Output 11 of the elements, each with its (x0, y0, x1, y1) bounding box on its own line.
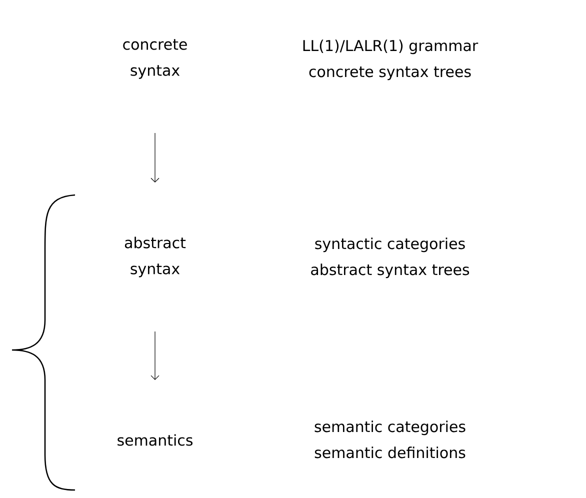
description-text: syntactic categories (315, 238, 465, 252)
description-text: LL(1)/LALR(1) grammar (303, 40, 478, 54)
description-text: semantic definitions (314, 446, 466, 458)
term-label: concrete syntax (123, 39, 187, 79)
term-label: abstract syntax (124, 236, 186, 278)
description-text: abstract syntax trees (311, 264, 470, 278)
arrow (150, 331, 160, 380)
description-text: concrete syntax trees (309, 66, 471, 80)
arrow (150, 132, 160, 183)
term-label: semantics (118, 434, 192, 446)
description-text: semantic categories (314, 420, 466, 436)
